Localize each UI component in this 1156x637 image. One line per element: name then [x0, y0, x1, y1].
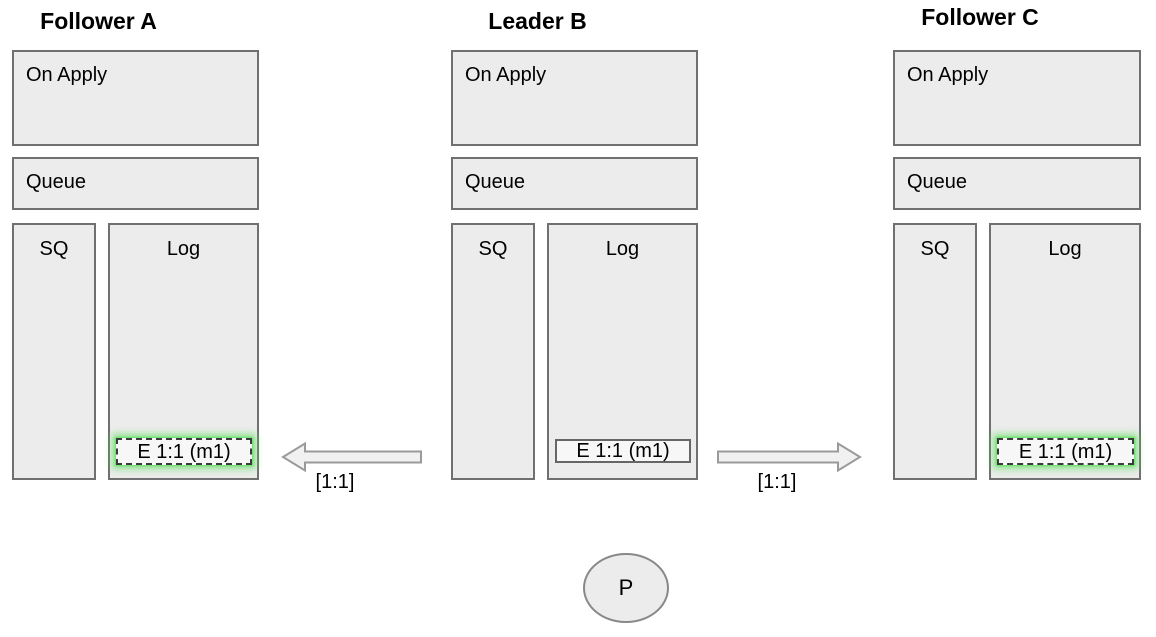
sq-label: SQ — [478, 238, 508, 260]
sq-box: SQ — [451, 223, 535, 480]
node-title: Follower C — [921, 4, 1039, 30]
on-apply-box: On Apply — [12, 50, 259, 146]
log-label: Log — [1048, 238, 1082, 260]
sq-box: SQ — [12, 223, 96, 480]
node-title: Follower A — [40, 8, 157, 34]
on-apply-label: On Apply — [465, 64, 547, 86]
node-leader-b: Leader B On Apply Queue SQ Log E 1:1 (m1… — [451, 0, 698, 480]
on-apply-box: On Apply — [893, 50, 1141, 146]
queue-box: Queue — [451, 157, 698, 210]
queue-label: Queue — [465, 171, 526, 193]
queue-box: Queue — [12, 157, 259, 210]
arrow-label-left: [1:1] — [315, 471, 355, 493]
log-label: Log — [166, 238, 201, 260]
log-entry: E 1:1 (m1) — [555, 439, 691, 463]
queue-label: Queue — [907, 171, 968, 193]
sq-label: SQ — [920, 238, 950, 260]
on-apply-box: On Apply — [451, 50, 698, 146]
proposer-ellipse: P — [583, 553, 669, 623]
log-entry-replicated: E 1:1 (m1) — [997, 438, 1134, 465]
replicate-arrow-right-icon — [717, 441, 862, 473]
queue-box: Queue — [893, 157, 1141, 210]
log-entry-replicated: E 1:1 (m1) — [116, 438, 252, 465]
on-apply-label: On Apply — [907, 64, 989, 86]
sq-label: SQ — [39, 238, 69, 260]
queue-label: Queue — [26, 171, 87, 193]
node-follower-c: Follower C On Apply Queue SQ Log E 1:1 (… — [893, 0, 1141, 480]
replicate-arrow-left-icon — [281, 441, 422, 473]
arrow-label-right: [1:1] — [757, 471, 797, 493]
log-box: Log E 1:1 (m1) — [108, 223, 259, 480]
proposer-label: P — [618, 575, 634, 600]
log-label: Log — [605, 238, 640, 260]
node-title: Leader B — [488, 8, 587, 34]
node-follower-a: Follower A On Apply Queue SQ Log E 1:1 (… — [12, 0, 259, 480]
log-box: Log E 1:1 (m1) — [547, 223, 698, 480]
log-box: Log E 1:1 (m1) — [989, 223, 1141, 480]
on-apply-label: On Apply — [26, 64, 108, 86]
sq-box: SQ — [893, 223, 977, 480]
